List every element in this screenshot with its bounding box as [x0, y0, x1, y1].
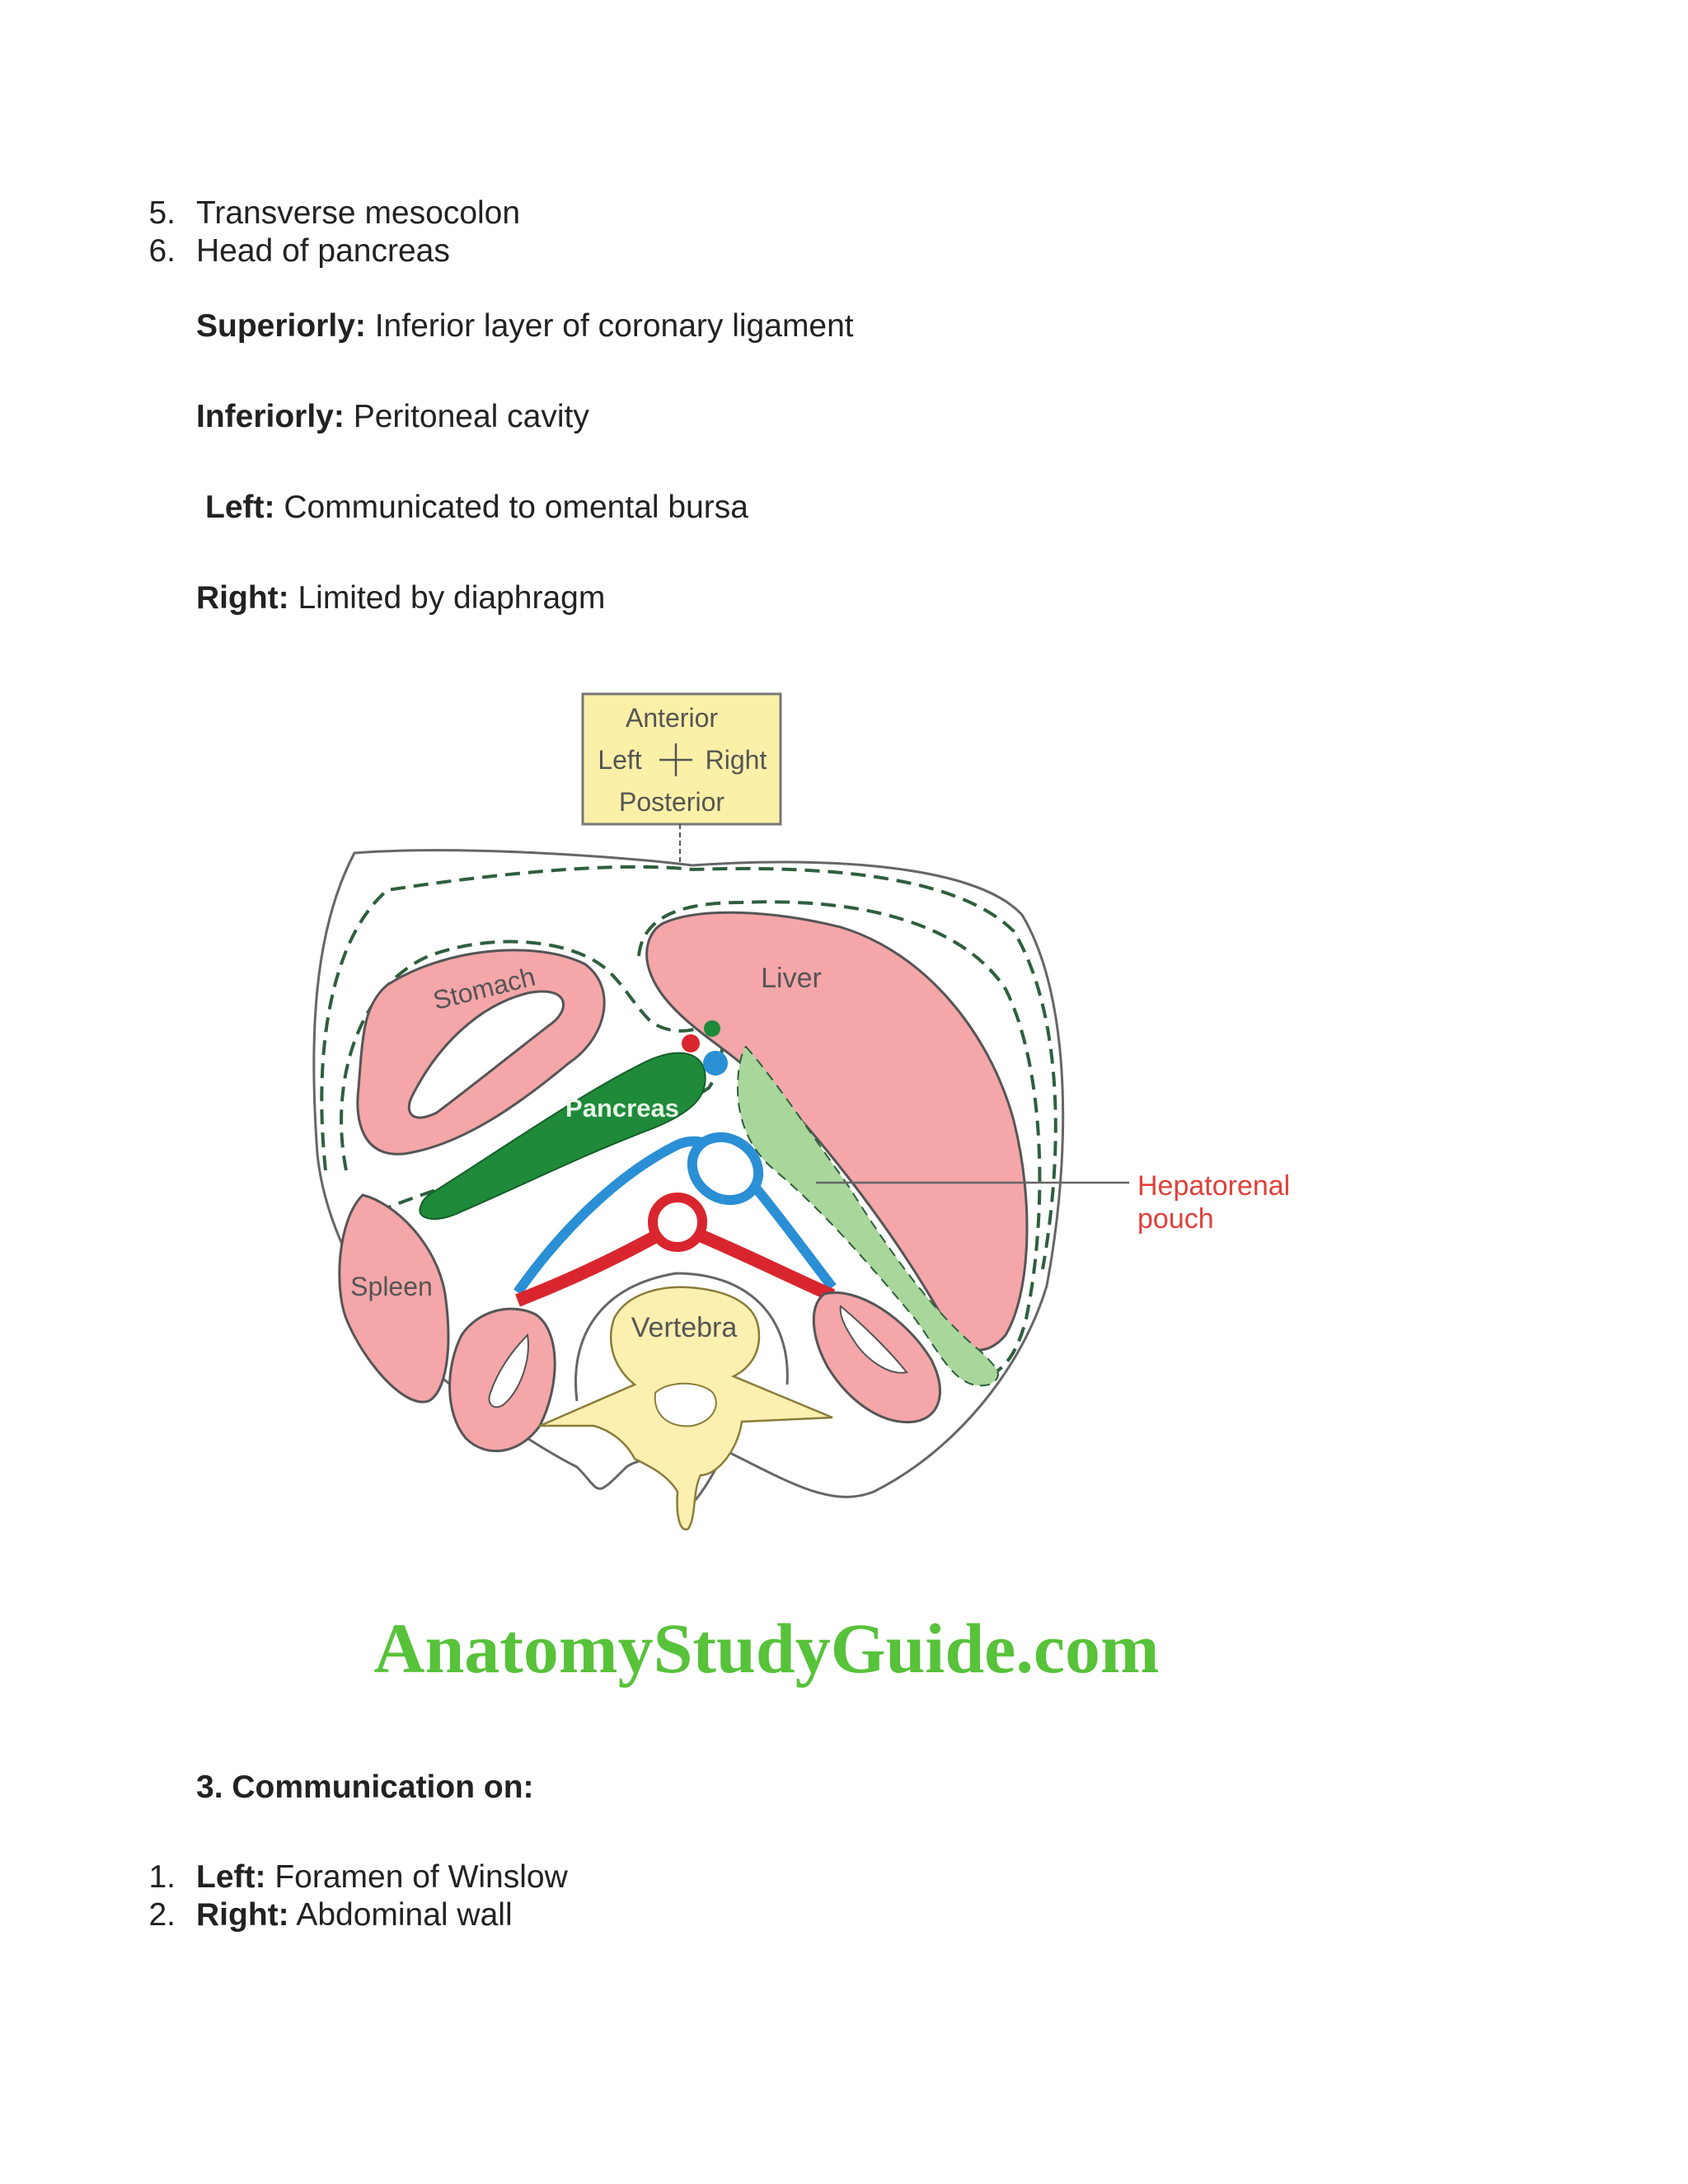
list-label: Left:: [196, 1859, 266, 1895]
aorta: [648, 1193, 707, 1252]
list-value: Foramen of Winslow: [274, 1859, 568, 1895]
list-value: Abdominal wall: [296, 1897, 513, 1933]
bile-duct-dot: [704, 1020, 720, 1037]
liver-dashed: [637, 900, 1042, 1378]
vertebral-canal-outline: [574, 1272, 789, 1402]
list-number: 6.: [148, 233, 176, 269]
anatomy-diagram: Stomach Liver Pancreas Spleen Vertebra A…: [312, 692, 1290, 1530]
orientation-left: Left: [598, 745, 641, 775]
red-vessel: [689, 1226, 836, 1302]
portal-vein-dot: [703, 1051, 728, 1076]
spleen: [338, 1193, 450, 1404]
boundary-text: Limited by diaphragm: [298, 580, 606, 616]
hepatorenal-pouch: [736, 1045, 999, 1387]
boundary-text: Peritoneal cavity: [353, 399, 589, 434]
boundary-right: Right: Limited by diaphragm: [196, 579, 605, 617]
list-text: Transverse mesocolon: [196, 195, 521, 231]
boundary-label: Superiorly:: [196, 308, 366, 344]
list-number: 5.: [148, 195, 176, 231]
stomach-lumen: [407, 990, 565, 1119]
peritoneum-dashed: [320, 865, 1057, 1270]
list-text: Right: Abdominal wall: [196, 1896, 513, 1934]
hepatorenal-label: Hepatorenal: [1137, 1170, 1290, 1202]
orientation-posterior: Posterior: [619, 787, 724, 817]
boundary-left: Left: Communicated to omental bursa: [205, 489, 748, 527]
right-kidney-hilum: [839, 1305, 908, 1374]
artery-dot: [682, 1034, 700, 1052]
boundary-label: Left:: [205, 490, 275, 525]
boundary-text: Communicated to omental bursa: [284, 490, 748, 525]
vertebra-label: Vertebra: [631, 1312, 738, 1343]
orientation-right: Right: [706, 745, 767, 775]
pancreas-label: Pancreas: [565, 1094, 679, 1122]
boundary-label: Inferiorly:: [196, 399, 345, 434]
section-heading-text: 3. Communication on:: [196, 1769, 534, 1805]
list-number: 1.: [148, 1859, 176, 1895]
hepatorenal-label: pouch: [1137, 1203, 1214, 1235]
liver-label: Liver: [761, 963, 822, 994]
liver: [645, 911, 1029, 1352]
lesser-sac-dashed: [340, 940, 724, 1213]
boundary-inferior: Inferiorly: Peritoneal cavity: [196, 398, 589, 436]
list-text: Head of pancreas: [196, 233, 450, 269]
boundary-text: Inferior layer of coronary ligament: [374, 308, 854, 344]
list-text: Left: Foramen of Winslow: [196, 1858, 568, 1896]
list-label: Right:: [196, 1897, 289, 1933]
red-vessel: [515, 1226, 667, 1307]
pancreas: [419, 1052, 706, 1221]
orientation-anterior: Anterior: [626, 703, 718, 733]
boundary-label: Right:: [196, 580, 289, 616]
list-number: 2.: [148, 1897, 176, 1933]
left-kidney-hilum: [488, 1333, 529, 1408]
spleen-label: Spleen: [350, 1272, 433, 1301]
ivc: [687, 1132, 764, 1206]
watermark: AnatomyStudyGuide.com: [373, 1609, 1160, 1688]
vertebral-foramen: [654, 1382, 717, 1427]
section-heading: 3. Communication on:: [196, 1769, 534, 1807]
boundary-superior: Superiorly: Inferior layer of coronary l…: [196, 307, 854, 345]
